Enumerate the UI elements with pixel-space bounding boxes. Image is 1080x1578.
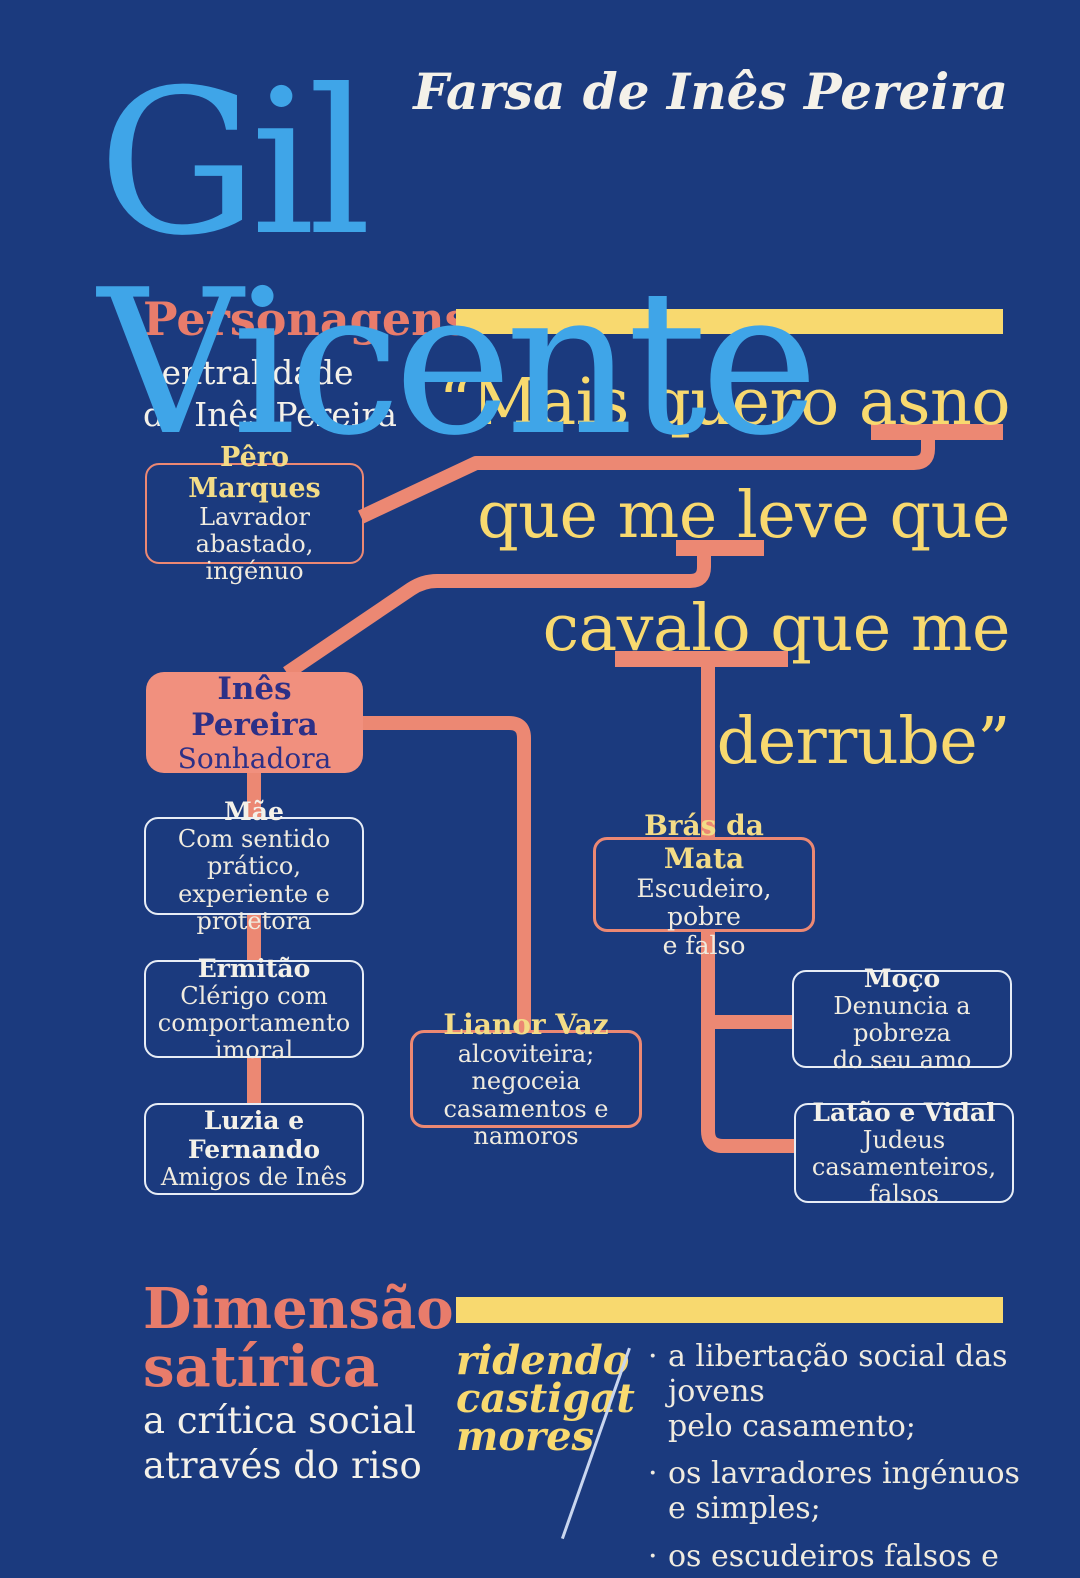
yellow-divider-bar-bottom bbox=[456, 1297, 1003, 1323]
character-name: Lianor Vaz bbox=[443, 1008, 609, 1042]
character-box-bras-da-mata: Brás da Mata Escudeiro, pobre e falso bbox=[593, 809, 815, 959]
list-item: · os escudeiros falsos e pelintras; bbox=[648, 1538, 1023, 1578]
page-title: Gil Vicente bbox=[98, 47, 819, 480]
page-subtitle: Farsa de Inês Pereira bbox=[413, 62, 1008, 121]
character-desc: Judeus casamenteiros, falsos bbox=[811, 1125, 997, 1209]
character-desc: alcoviteira; negoceia casamentos e namor… bbox=[443, 1040, 609, 1150]
character-name: Latão e Vidal bbox=[812, 1097, 996, 1127]
list-item-text: os lavradores ingénuos e simples; bbox=[668, 1456, 1020, 1527]
satira-subheading: a crítica social através do riso bbox=[143, 1399, 422, 1488]
satire-target-list: · a libertação social das jovens pelo ca… bbox=[648, 1339, 1023, 1578]
satira-heading: Dimensão satírica bbox=[143, 1276, 454, 1401]
bullet-dot: · bbox=[648, 1538, 658, 1574]
quote-line-3: cavalo que me bbox=[542, 591, 1011, 666]
personagens-heading: Personagens bbox=[143, 292, 471, 346]
character-desc: Denuncia a pobreza do seu amo bbox=[832, 991, 972, 1075]
character-name: Inês Pereira bbox=[191, 670, 318, 743]
quote-line-4: derrube” bbox=[716, 704, 1011, 779]
character-box-latao-vidal: Latão e Vidal Judeus casamenteiros, fals… bbox=[794, 1098, 1014, 1208]
character-name: Ermitão bbox=[197, 953, 311, 983]
bullet-dot: · bbox=[648, 1339, 658, 1374]
character-box-mae: Mãe Com sentido prático, experiente e pr… bbox=[144, 797, 364, 934]
connector-bras-latao bbox=[701, 931, 796, 1153]
character-name: Brás da Mata bbox=[644, 809, 764, 876]
character-box-lianor-vaz: Lianor Vaz alcoviteira; negoceia casamen… bbox=[410, 1008, 642, 1149]
character-box-ines-pereira: Inês Pereira Sonhadora bbox=[146, 670, 363, 775]
underline-me bbox=[676, 540, 764, 556]
character-name: Pêro Marques bbox=[188, 441, 321, 504]
character-box-ermitao: Ermitão Clérigo com comportamento imoral bbox=[144, 954, 364, 1064]
character-box-luzia-fernando: Luzia e Fernando Amigos de Inês bbox=[144, 1103, 364, 1195]
quote-line-1: “Mais quero asno bbox=[438, 365, 1011, 440]
connector-ines-me bbox=[283, 556, 711, 679]
yellow-divider-bar-top bbox=[456, 309, 1003, 334]
character-desc: Clérigo com comportamento imoral bbox=[157, 981, 351, 1065]
list-item: · a libertação social das jovens pelo ca… bbox=[648, 1339, 1023, 1444]
list-item: · os lavradores ingénuos e simples; bbox=[648, 1457, 1023, 1527]
character-desc: Com sentido prático, experiente e protet… bbox=[177, 825, 331, 935]
list-item-text: a libertação social das jovens pelo casa… bbox=[668, 1339, 1008, 1444]
underline-asno bbox=[871, 424, 1003, 440]
connector-ines-lianor bbox=[363, 716, 531, 1032]
underline-cavalo bbox=[615, 651, 788, 667]
bullet-dot: · bbox=[648, 1456, 658, 1492]
character-desc: Lavrador abastado, ingénuo bbox=[195, 502, 314, 586]
character-name: Mãe bbox=[224, 797, 284, 827]
character-box-pero-marques: Pêro Marques Lavrador abastado, ingénuo bbox=[145, 442, 364, 585]
personagens-subheading: centralidade de Inês Pereira bbox=[143, 353, 397, 434]
quote-line-2: que me leve que bbox=[477, 478, 1010, 553]
character-box-moco: Moço Denuncia a pobreza do seu amo bbox=[792, 964, 1012, 1074]
character-name: Luzia e Fernando bbox=[187, 1106, 321, 1165]
character-name: Moço bbox=[863, 963, 941, 993]
character-desc: Escudeiro, pobre e falso bbox=[636, 874, 772, 960]
list-item-text: os escudeiros falsos e pelintras; bbox=[668, 1538, 999, 1578]
character-desc: Amigos de Inês bbox=[160, 1163, 348, 1192]
character-desc: Sonhadora bbox=[177, 741, 332, 775]
quote-block: “Mais quero asno que me leve que cavalo … bbox=[438, 346, 1011, 798]
connector-pero-asno bbox=[358, 440, 935, 524]
